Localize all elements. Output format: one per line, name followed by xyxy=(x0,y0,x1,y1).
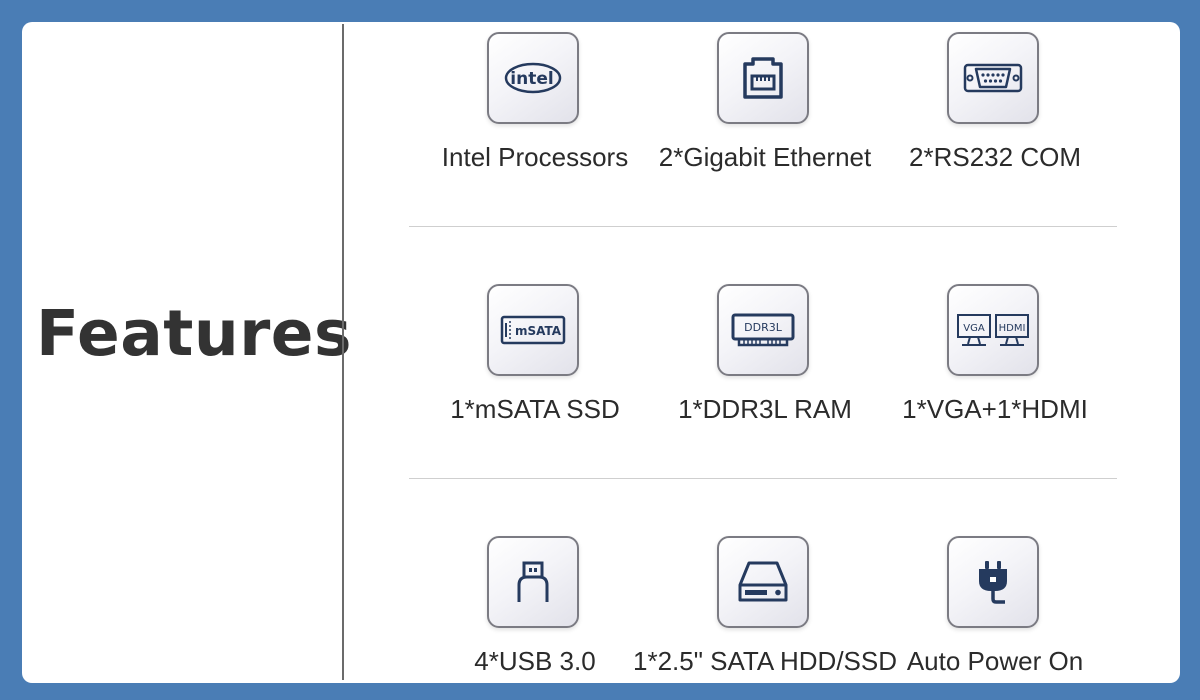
icon-tile: DDR3L xyxy=(717,284,809,376)
power-plug-icon xyxy=(979,561,1007,604)
usb-connector-icon xyxy=(517,561,549,602)
feature-label: 2*RS232 COM xyxy=(909,142,1081,172)
feature-usb: 4*USB 3.0 xyxy=(405,536,665,683)
dual-monitor-icon: VGA HDMI xyxy=(957,314,1029,346)
ram-chip-text: DDR3L xyxy=(744,321,783,334)
feature-intel-processors: intel Intel Processors xyxy=(405,32,665,192)
row-divider xyxy=(409,478,1117,479)
icon-tile xyxy=(947,536,1039,628)
intel-logo-icon: intel xyxy=(504,62,562,94)
serial-port-icon xyxy=(963,63,1023,93)
features-title: Features xyxy=(36,297,352,370)
feature-label: 2*Gigabit Ethernet xyxy=(658,142,872,172)
icon-tile xyxy=(717,536,809,628)
msata-card-icon: mSATA xyxy=(500,315,566,345)
vga-screen-text: VGA xyxy=(963,323,985,334)
feature-ddr3l-ram: DDR3L 1*DDR3L RAM xyxy=(635,284,895,444)
feature-rs232-com: 2*RS232 COM xyxy=(865,32,1125,192)
feature-gigabit-ethernet: 2*Gigabit Ethernet xyxy=(635,32,895,192)
icon-tile: mSATA xyxy=(487,284,579,376)
ram-module-icon: DDR3L xyxy=(731,313,795,347)
feature-vga-hdmi: VGA HDMI 1*VGA+1*HDMI xyxy=(865,284,1125,444)
feature-label: 1*VGA+1*HDMI xyxy=(902,394,1088,424)
feature-label: Intel Processors xyxy=(441,142,629,172)
hdmi-screen-text: HDMI xyxy=(999,323,1026,334)
feature-msata-ssd: mSATA 1*mSATA SSD xyxy=(405,284,665,444)
feature-label: 1*mSATA SSD xyxy=(450,394,620,424)
msata-chip-text: mSATA xyxy=(515,324,562,338)
vertical-divider xyxy=(342,24,344,680)
feature-label: Auto Power On xyxy=(906,646,1084,676)
feature-label: 4*USB 3.0 xyxy=(474,646,596,676)
icon-tile xyxy=(717,32,809,124)
features-card: Features intel Intel Processors 2*Gigabi… xyxy=(22,22,1180,683)
feature-sata-drive: 1*2.5" SATA HDD/SSD xyxy=(633,536,897,683)
icon-tile: VGA HDMI xyxy=(947,284,1039,376)
intel-logo-text: intel xyxy=(510,69,553,89)
hard-drive-icon xyxy=(738,561,788,602)
feature-label: 1*DDR3L RAM xyxy=(678,394,852,424)
row-divider xyxy=(409,226,1117,227)
feature-auto-power-on: Auto Power On xyxy=(865,536,1125,683)
icon-tile xyxy=(947,32,1039,124)
icon-tile: intel xyxy=(487,32,579,124)
ethernet-port-icon xyxy=(743,57,783,99)
feature-label: 1*2.5" SATA HDD/SSD xyxy=(632,646,898,676)
icon-tile xyxy=(487,536,579,628)
